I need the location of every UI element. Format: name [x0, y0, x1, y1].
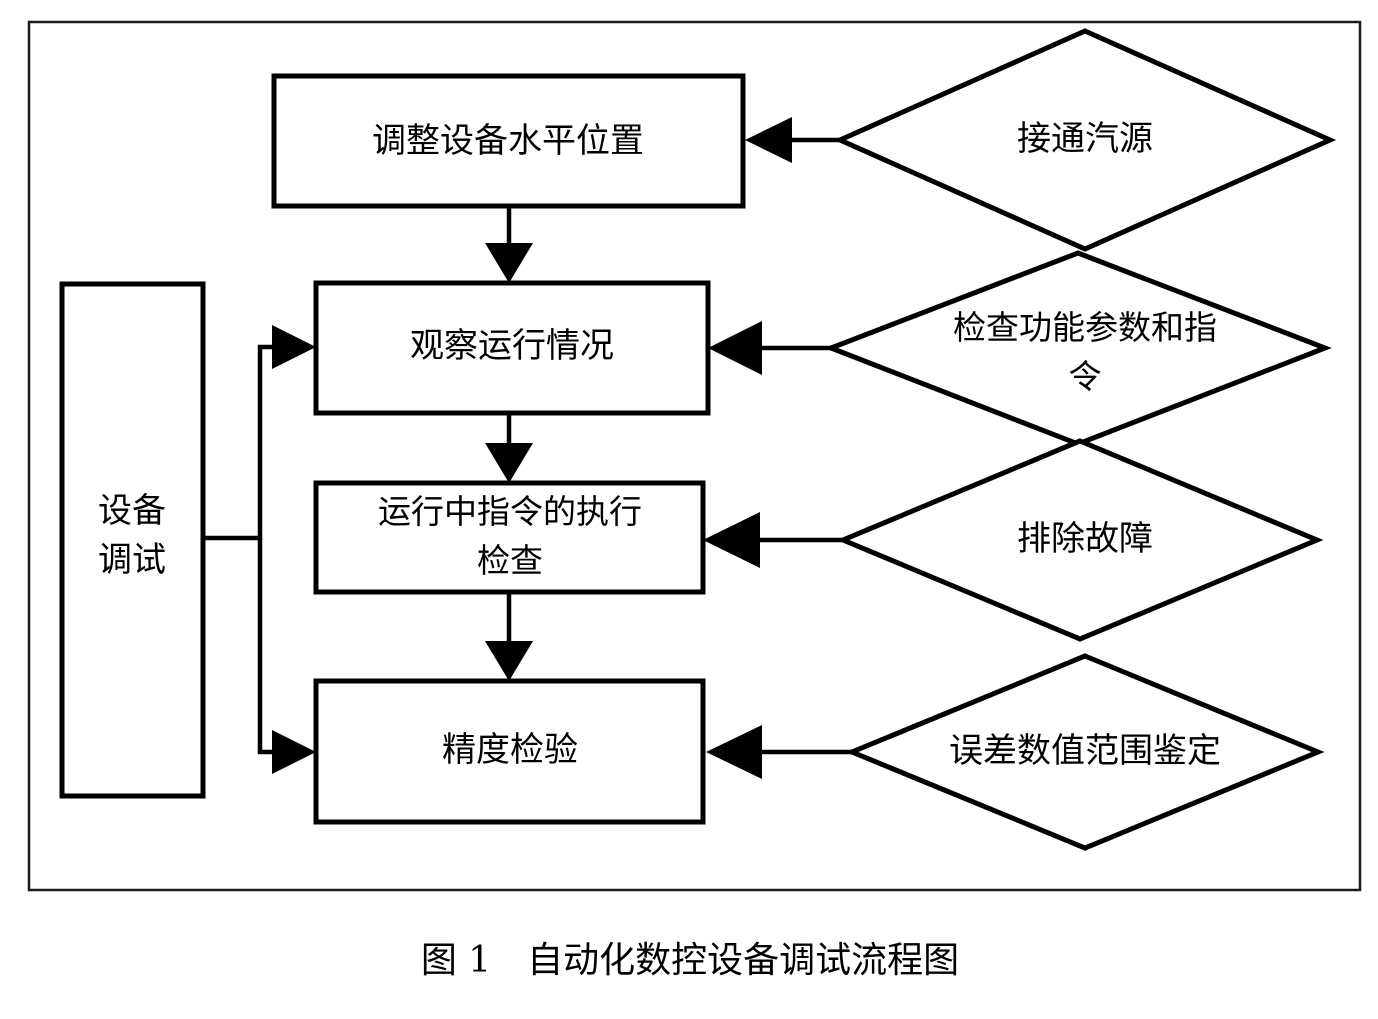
- node-command-exec-check[interactable]: 运行中指令的执行 检查: [313, 480, 706, 595]
- node-adjust-level[interactable]: 调整设备水平位置: [271, 73, 746, 209]
- arrow-head-icon: [706, 725, 762, 779]
- node-check-function-params-label-line1: 检查功能参数和指: [953, 308, 1217, 347]
- node-equipment-debug-label-line1: 设备: [98, 491, 166, 531]
- node-fault-removal-shape[interactable]: [836, 438, 1324, 642]
- node-command-exec-check-label-line2: 检查: [477, 541, 543, 580]
- node-fault-removal[interactable]: 排除故障: [836, 438, 1324, 642]
- node-command-exec-check-shape[interactable]: [313, 480, 706, 595]
- node-observe-operation-shape[interactable]: [313, 280, 711, 416]
- node-adjust-level-shape[interactable]: [271, 73, 746, 209]
- node-error-range-appraisal[interactable]: 误差数值范围鉴定: [845, 653, 1325, 851]
- figure-caption: 图 1 自动化数控设备调试流程图: [421, 940, 959, 981]
- arrow-head-icon: [272, 730, 316, 774]
- node-connect-steam-source[interactable]: 接通汽源: [833, 28, 1337, 252]
- node-observe-operation[interactable]: 观察运行情况: [313, 280, 711, 416]
- arrow-head-icon: [703, 512, 760, 568]
- node-check-function-params-shape[interactable]: [824, 250, 1332, 447]
- node-connect-steam-source-label: 接通汽源: [1017, 119, 1153, 159]
- node-error-range-appraisal-shape[interactable]: [845, 653, 1325, 851]
- node-command-exec-check-label-line1: 运行中指令的执行: [378, 492, 642, 531]
- node-check-function-params[interactable]: 检查功能参数和指 令: [824, 250, 1332, 447]
- edge-observe-to-command-exec-check: [485, 413, 533, 483]
- arrow-head-icon: [485, 443, 533, 483]
- node-accuracy-inspection-label: 精度检验: [442, 730, 578, 770]
- arrow-head-icon: [272, 325, 316, 369]
- node-check-function-params-label-line2: 令: [1069, 357, 1102, 396]
- figure-border: [27, 20, 1362, 892]
- node-accuracy-inspection-shape[interactable]: [313, 678, 706, 825]
- arrow-head-icon: [708, 321, 762, 375]
- node-observe-operation-label: 观察运行情况: [410, 326, 614, 366]
- edge-fault-removal-to-command-exec-check: [703, 512, 852, 568]
- node-accuracy-inspection[interactable]: 精度检验: [313, 678, 706, 825]
- edge-equipment-debug-bracket: [203, 325, 316, 774]
- node-equipment-debug-label-line2: 调试: [98, 540, 166, 580]
- arrow-head-icon: [485, 641, 533, 681]
- arrow-head-icon: [485, 243, 533, 283]
- node-error-range-appraisal-label: 误差数值范围鉴定: [949, 731, 1221, 771]
- node-equipment-debug-shape[interactable]: [59, 281, 206, 799]
- node-adjust-level-label: 调整设备水平位置: [372, 121, 644, 161]
- node-equipment-debug[interactable]: 设备 调试: [59, 281, 206, 799]
- edge-command-exec-check-to-accuracy: [485, 592, 533, 681]
- arrow-head-icon: [745, 117, 792, 163]
- node-connect-steam-source-shape[interactable]: [833, 28, 1337, 252]
- edge-adjust-level-to-observe: [485, 206, 533, 283]
- node-fault-removal-label: 排除故障: [1017, 519, 1153, 559]
- edge-error-range-to-accuracy: [706, 725, 860, 779]
